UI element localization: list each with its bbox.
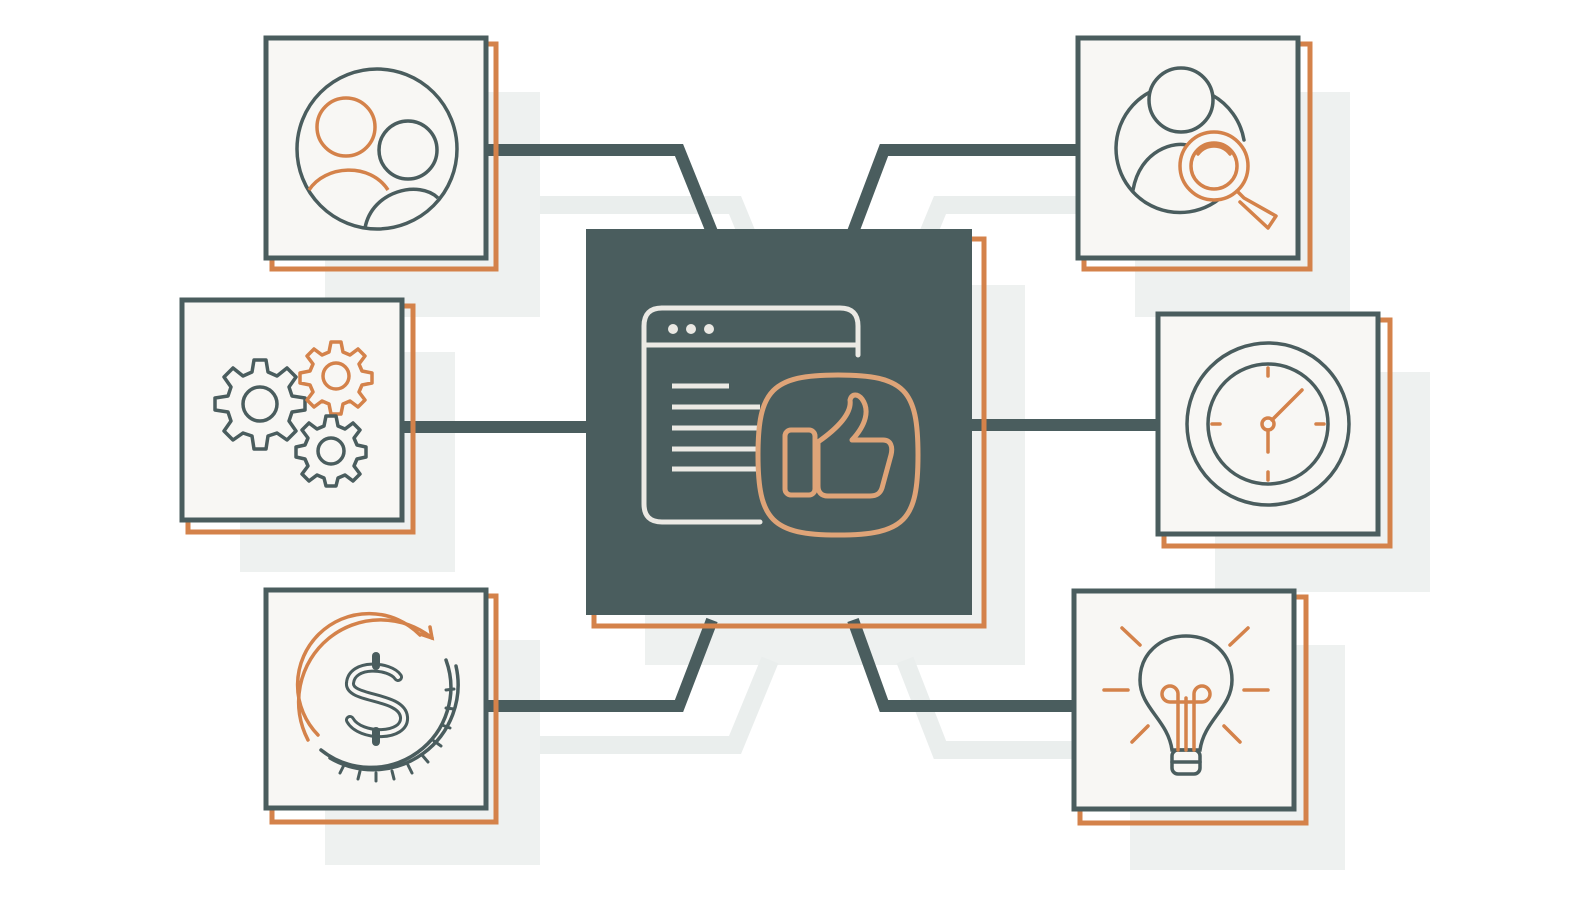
clock-icon	[1185, 341, 1351, 507]
node-time-card	[1155, 311, 1393, 549]
node-money-card	[263, 587, 499, 825]
thumbs-up-icon	[755, 372, 921, 538]
user-search-icon	[1114, 66, 1278, 230]
node-team-card	[263, 35, 499, 272]
connector-idea	[847, 617, 1073, 712]
node-idea-card	[1071, 588, 1309, 826]
connector-money	[488, 617, 718, 712]
node-user-search-card	[1075, 35, 1313, 272]
connector-lines	[402, 144, 1160, 712]
node-settings-card	[179, 297, 416, 535]
dollar-cycle-icon	[295, 611, 460, 783]
connector-team	[488, 144, 718, 235]
browser-window-icon	[641, 305, 861, 525]
center-block	[586, 229, 987, 629]
lightbulb-icon	[1102, 626, 1270, 776]
people-group-icon	[295, 67, 459, 231]
gears-icon	[213, 340, 374, 488]
connector-user-search	[847, 144, 1078, 235]
